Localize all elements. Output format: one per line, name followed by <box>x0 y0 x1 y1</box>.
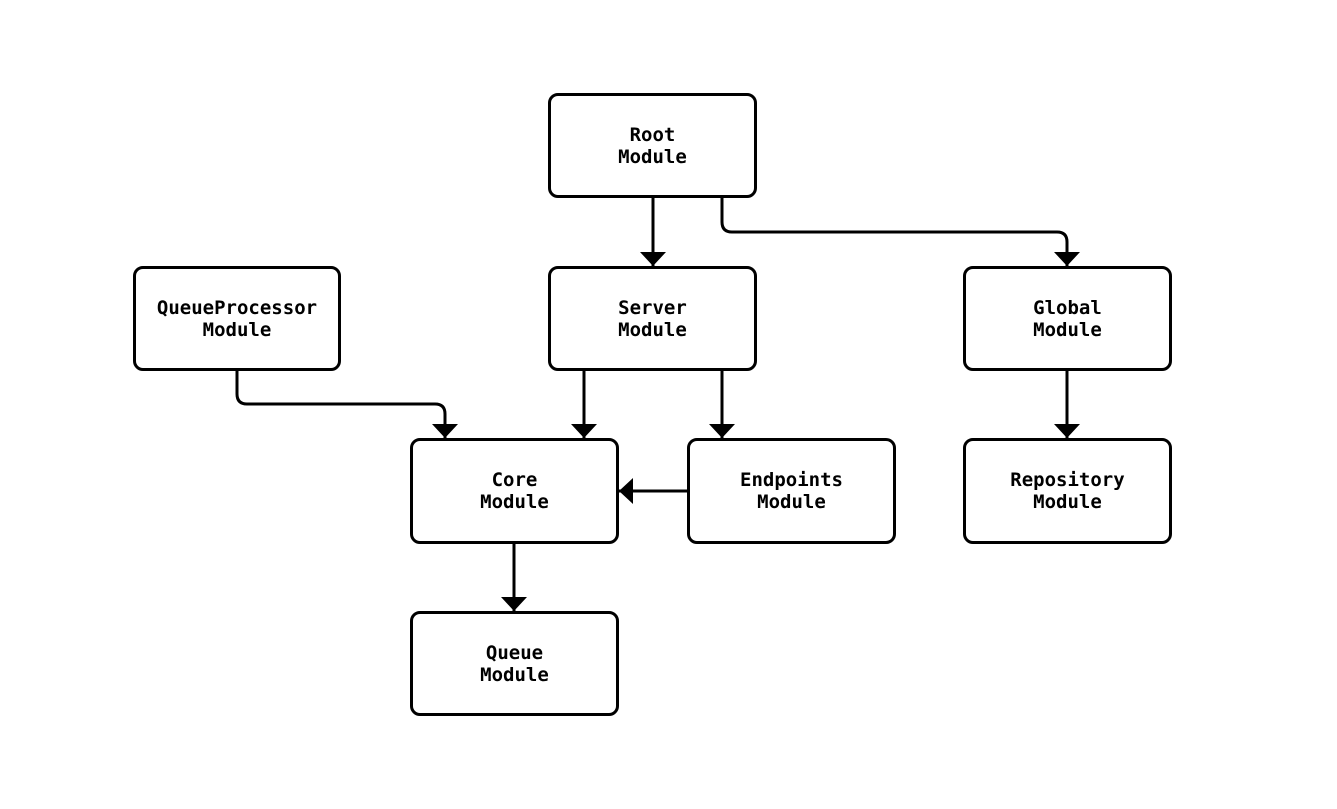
node-label: QueueProcessor Module <box>156 296 318 341</box>
node-global-module: Global Module <box>963 266 1172 371</box>
node-label: Repository Module <box>1010 469 1125 513</box>
node-core-module: Core Module <box>410 438 619 544</box>
node-label: Root Module <box>618 123 687 168</box>
node-label: Endpoints Module <box>740 469 843 513</box>
node-queue-module: Queue Module <box>410 611 619 716</box>
node-queueprocessor-module: QueueProcessor Module <box>133 266 341 371</box>
node-label: Server Module <box>618 296 687 341</box>
node-root-module: Root Module <box>548 93 757 198</box>
node-repository-module: Repository Module <box>963 438 1172 544</box>
node-endpoints-module: Endpoints Module <box>687 438 896 544</box>
node-label: Global Module <box>1033 296 1102 341</box>
edge-group <box>235 198 1080 611</box>
node-label: Queue Module <box>480 641 549 686</box>
node-label: Core Module <box>480 469 549 513</box>
edge-root-to-global <box>720 198 1080 266</box>
node-server-module: Server Module <box>548 266 757 371</box>
edge-queueprocessor-to-core <box>235 371 458 438</box>
